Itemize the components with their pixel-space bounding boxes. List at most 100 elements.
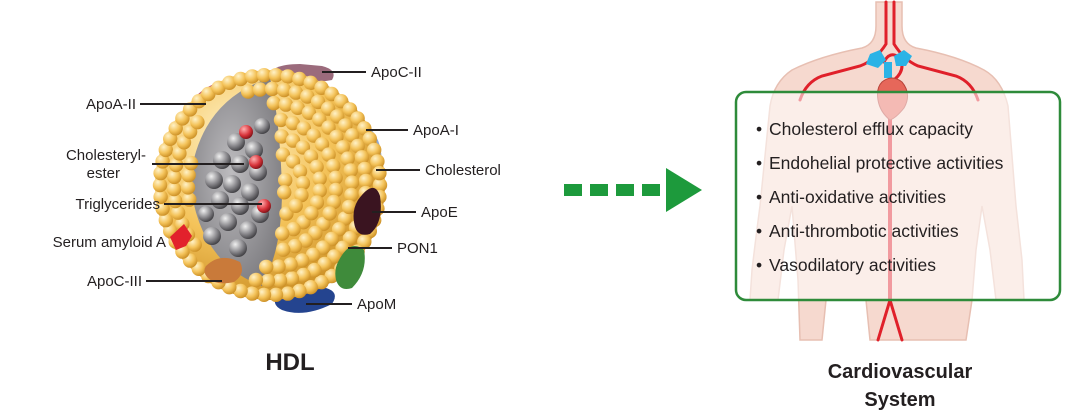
- lipid-head: [362, 131, 377, 146]
- lipid-head: [344, 175, 360, 190]
- lipid-head: [284, 271, 300, 286]
- dashed-arrow-icon: [564, 168, 702, 212]
- lipid-head: [252, 82, 268, 97]
- lipid-head: [259, 259, 274, 275]
- hdl-title: HDL: [265, 349, 314, 376]
- lipid-head: [312, 171, 327, 186]
- label-cholesteryl-ester-1: Cholesteryl-: [66, 147, 146, 164]
- lipid-head: [309, 195, 325, 210]
- lipid-head: [288, 198, 303, 213]
- activity-item-efflux: Cholesterol efflux capacity: [769, 119, 973, 139]
- lipid-head: [322, 206, 337, 221]
- lipid-head: [240, 84, 256, 99]
- lipid-head: [344, 187, 359, 203]
- lipid-head: [292, 283, 307, 299]
- lipid-head: [343, 163, 358, 178]
- lipid-head: [344, 128, 360, 143]
- lipid-head: [335, 140, 350, 155]
- lipid-head: [303, 75, 318, 91]
- lipid-head: [304, 206, 319, 221]
- lipid-head: [341, 199, 357, 215]
- lipid-head: [329, 129, 344, 145]
- lipid-head: [290, 100, 305, 116]
- lipid-head: [245, 286, 260, 301]
- activity-bullet: •: [756, 255, 762, 275]
- hdl-particle-icon: [152, 64, 388, 313]
- lipid-head: [321, 147, 336, 162]
- lipid-head: [260, 273, 276, 289]
- apoc3-protein: [204, 257, 242, 284]
- lipid-head: [152, 177, 168, 193]
- lipid-head: [314, 275, 329, 290]
- lipid-head: [268, 287, 284, 302]
- lipid-head: [266, 95, 281, 111]
- activity-item-vasodilatory: Vasodilatory activities: [769, 255, 936, 275]
- lipid-head: [298, 233, 313, 248]
- activity-list: • Cholesterol efflux capacity • Endoheli…: [756, 119, 1004, 275]
- activity-item-anti-thrombotic: Anti-thrombotic activities: [769, 221, 959, 241]
- label-apoe: ApoE: [421, 204, 458, 221]
- label-pon1: PON1: [397, 240, 438, 257]
- activity-bullet: •: [756, 119, 762, 139]
- lipid-head: [280, 286, 295, 301]
- lipid-head: [180, 180, 196, 195]
- lipid-head: [312, 183, 327, 198]
- lipid-head: [350, 138, 365, 154]
- lipid-head: [294, 253, 310, 268]
- lipid-head: [372, 165, 387, 181]
- hdl-labels: [140, 71, 420, 305]
- lipid-head: [158, 212, 173, 228]
- lipid-head: [337, 211, 353, 226]
- lipid-head: [300, 89, 315, 104]
- lipid-head: [211, 80, 226, 96]
- lipid-head: [170, 205, 186, 220]
- lipid-head: [278, 172, 293, 188]
- lipid-head: [309, 159, 324, 175]
- surface-phospholipids: [152, 68, 388, 302]
- lipid-head: [158, 142, 173, 158]
- lipid-head: [264, 81, 280, 97]
- activity-bullet: •: [756, 187, 762, 207]
- lipid-head: [153, 165, 168, 181]
- lipid-head: [222, 280, 237, 295]
- lipid-head: [328, 182, 343, 198]
- lipid-head: [275, 226, 290, 241]
- lipid-head: [268, 68, 284, 83]
- lipid-head: [307, 262, 322, 278]
- lipid-head: [276, 242, 291, 257]
- lipid-head: [275, 147, 291, 162]
- lipid-head: [181, 167, 196, 183]
- lipid-head: [301, 105, 317, 121]
- lipid-head: [294, 187, 309, 203]
- lipid-head: [296, 267, 311, 283]
- lipid-head: [273, 112, 289, 128]
- serum-amyloid-a-protein: [170, 224, 192, 250]
- lipid-head: [292, 164, 308, 179]
- lipid-head: [315, 240, 331, 255]
- lipid-head: [153, 189, 168, 205]
- lipid-head: [248, 272, 264, 288]
- lipid-head: [176, 135, 192, 150]
- lipid-head: [286, 221, 301, 237]
- lipid-head: [321, 120, 336, 135]
- lipid-head: [278, 97, 294, 112]
- lipid-head: [256, 287, 272, 302]
- activities-panel: • Cholesterol efflux capacity • Endoheli…: [734, 90, 1062, 302]
- lipid-head: [272, 273, 288, 288]
- label-apoa1: ApoA-I: [413, 122, 459, 139]
- lipid-head: [277, 185, 292, 200]
- activity-bullet: •: [756, 153, 762, 173]
- lipid-head: [287, 238, 303, 254]
- label-apoc3: ApoC-III: [87, 273, 142, 290]
- lipid-head: [233, 71, 248, 87]
- lipid-head: [233, 283, 248, 299]
- lipid-head: [190, 115, 205, 130]
- lipid-head: [285, 115, 300, 131]
- lipid-head: [358, 173, 374, 189]
- lipid-head: [303, 280, 318, 295]
- lipid-head: [328, 170, 343, 185]
- lipid-head: [288, 85, 304, 100]
- lipid-head: [367, 142, 382, 158]
- label-apom: ApoM: [357, 296, 396, 313]
